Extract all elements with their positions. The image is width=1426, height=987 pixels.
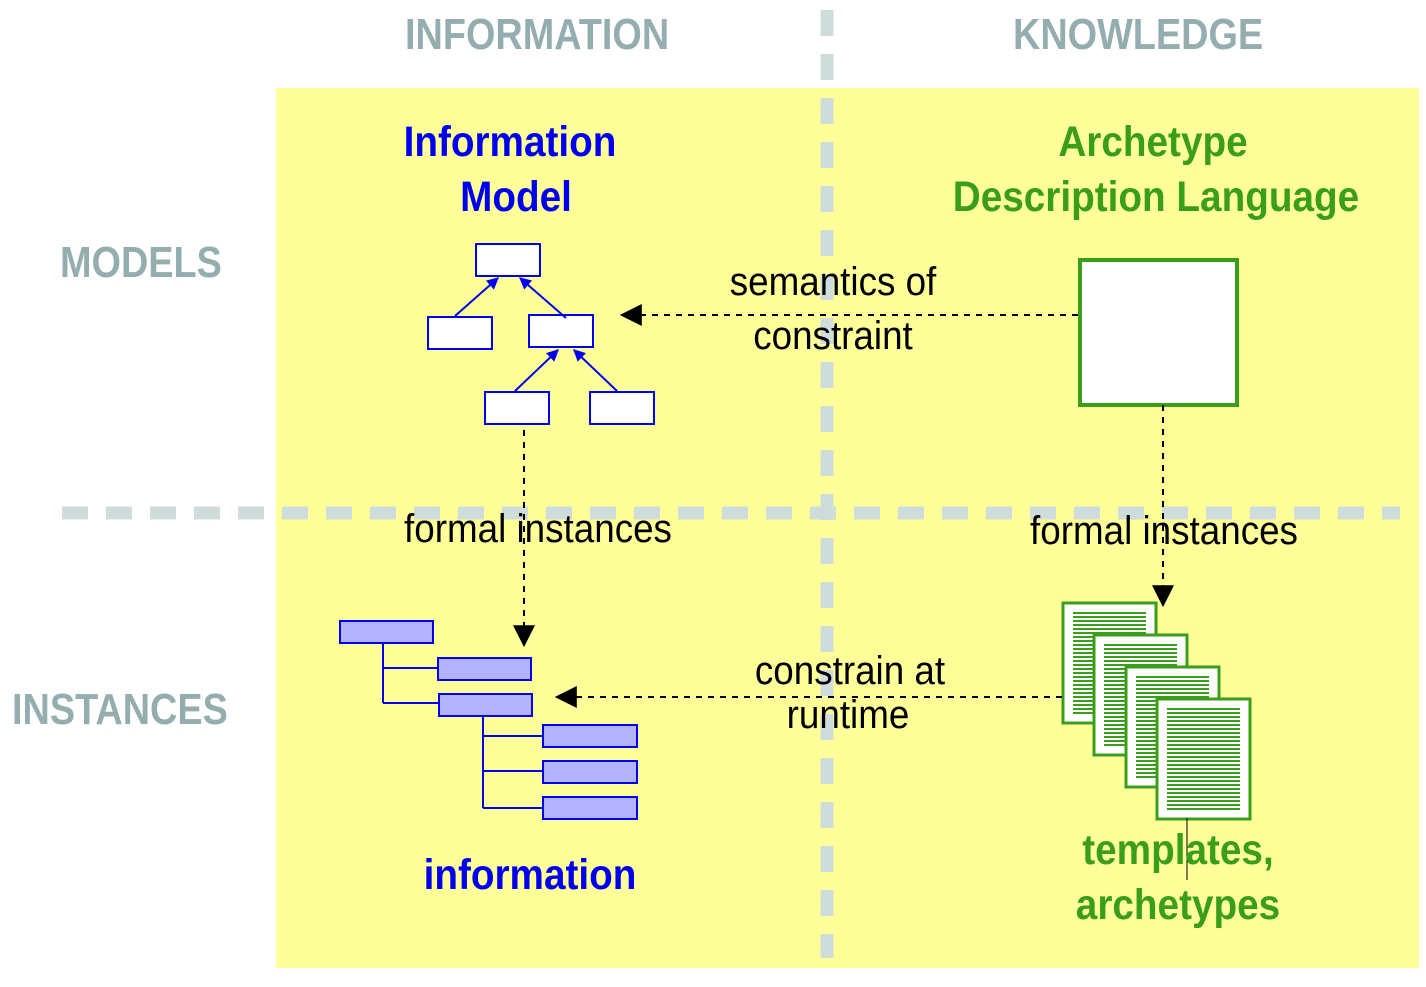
formal-instances-left-label: formal instances xyxy=(404,507,672,551)
semantics-label-line2: constraint xyxy=(753,314,913,358)
column-header-information: INFORMATION xyxy=(405,10,670,59)
row-header-models: MODELS xyxy=(60,238,222,287)
information-model-title-line1: Information xyxy=(403,118,617,166)
inheritance-arrows xyxy=(454,277,618,392)
information-model-icon xyxy=(427,243,655,425)
information-tree-icon xyxy=(339,620,638,820)
information-tree-connectors xyxy=(382,643,543,809)
adl-title-line1: Archetype xyxy=(1058,118,1248,166)
constrain-label-line1: constrain at xyxy=(754,649,946,693)
row-header-instances: INSTANCES xyxy=(12,685,228,734)
templates-title-line2: archetypes xyxy=(1075,881,1281,929)
adl-icon xyxy=(1078,258,1239,407)
templates-icon xyxy=(1061,601,1252,821)
information-title: information xyxy=(423,851,637,899)
diagram-panel xyxy=(276,88,1419,968)
constrain-label-line2: runtime xyxy=(786,693,910,737)
template-page xyxy=(1155,697,1252,821)
adl-title-line2: Description Language xyxy=(952,173,1360,221)
column-header-knowledge: KNOWLEDGE xyxy=(1013,10,1264,59)
formal-instances-right-label: formal instances xyxy=(1030,509,1298,553)
semantics-label-line1: semantics of xyxy=(729,260,937,304)
templates-title-line1: templates, xyxy=(1082,826,1274,874)
information-model-title-line2: Model xyxy=(460,173,572,221)
